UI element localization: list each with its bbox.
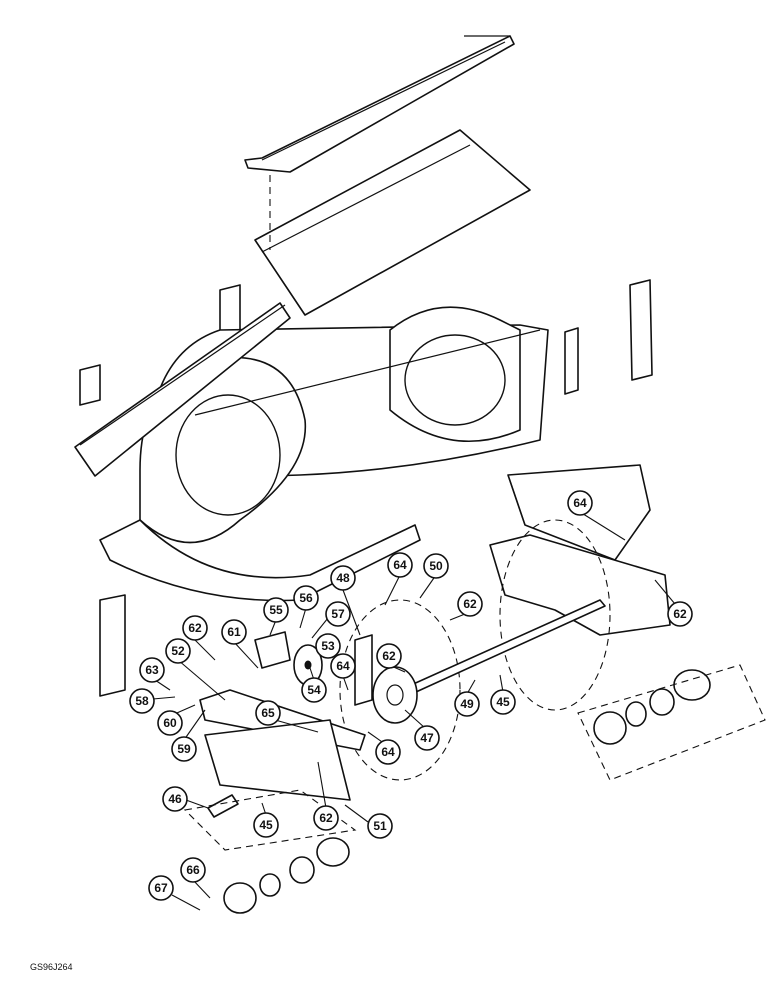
callout-58: 58 — [129, 688, 176, 714]
callout-67: 67 — [148, 875, 201, 911]
svg-text:61: 61 — [227, 625, 241, 639]
svg-text:59: 59 — [177, 742, 191, 756]
support-bar — [354, 634, 373, 706]
guide-outline — [183, 789, 357, 851]
callout-45: 45 — [253, 802, 279, 838]
callout-62: 62 — [182, 615, 216, 661]
callout-62: 62 — [313, 761, 339, 831]
svg-text:66: 66 — [186, 863, 200, 877]
left-side-panel — [74, 302, 291, 477]
callout-52: 52 — [165, 638, 226, 701]
callout-49: 49 — [454, 679, 480, 717]
callout-54: 54 — [301, 667, 327, 703]
svg-text:52: 52 — [171, 644, 185, 658]
drum-housing — [139, 306, 549, 544]
svg-text:62: 62 — [673, 607, 687, 621]
svg-text:64: 64 — [393, 558, 407, 572]
bearing-outline-right — [577, 664, 766, 781]
svg-text:54: 54 — [307, 683, 321, 697]
left-lower-bracket — [99, 594, 126, 697]
callout-56: 56 — [293, 585, 319, 629]
svg-text:62: 62 — [382, 649, 396, 663]
callout-64: 64 — [567, 490, 626, 541]
callout-46: 46 — [162, 786, 209, 812]
callout-63: 63 — [139, 657, 171, 691]
callout-50: 50 — [419, 553, 449, 599]
svg-text:45: 45 — [496, 695, 510, 709]
lower-cover-plate — [204, 719, 351, 801]
svg-text:67: 67 — [154, 881, 168, 895]
upper-hood-panel — [254, 129, 531, 316]
svg-text:45: 45 — [259, 818, 273, 832]
fan-shaft — [399, 599, 606, 698]
callout-62: 62 — [376, 643, 406, 673]
svg-text:49: 49 — [460, 697, 474, 711]
callout-64: 64 — [367, 731, 401, 765]
callout-62: 62 — [654, 579, 693, 627]
callout-64: 64 — [384, 552, 413, 606]
callout-65: 65 — [255, 700, 319, 733]
top-cover-plate — [244, 35, 515, 173]
svg-text:62: 62 — [188, 621, 202, 635]
svg-text:64: 64 — [573, 496, 587, 510]
svg-text:57: 57 — [331, 607, 345, 621]
svg-text:51: 51 — [373, 819, 387, 833]
svg-text:53: 53 — [321, 639, 335, 653]
roller-bar — [207, 794, 239, 818]
svg-text:50: 50 — [429, 559, 443, 573]
svg-text:56: 56 — [299, 591, 313, 605]
svg-text:60: 60 — [163, 716, 177, 730]
svg-text:62: 62 — [463, 597, 477, 611]
right-side-bracket — [564, 279, 653, 395]
svg-text:47: 47 — [420, 731, 434, 745]
figure-code: GS96J264 — [30, 962, 73, 972]
svg-text:65: 65 — [261, 706, 275, 720]
svg-text:64: 64 — [336, 659, 350, 673]
tensioner-bracket — [254, 631, 291, 669]
callout-62: 62 — [449, 591, 483, 621]
svg-text:64: 64 — [381, 745, 395, 759]
svg-text:48: 48 — [336, 571, 350, 585]
svg-text:62: 62 — [319, 811, 333, 825]
callout-55: 55 — [263, 597, 289, 636]
callout-57: 57 — [311, 601, 351, 639]
bearing-assembly-right — [593, 669, 711, 745]
callout-47: 47 — [404, 709, 440, 751]
svg-text:63: 63 — [145, 663, 159, 677]
fan-outline-left — [339, 599, 461, 781]
callout-59: 59 — [171, 709, 206, 762]
callout-48: 48 — [330, 565, 361, 636]
callout-64: 64 — [330, 653, 356, 691]
callout-60: 60 — [157, 704, 196, 736]
callout-51: 51 — [344, 804, 393, 839]
callout-61: 61 — [221, 619, 259, 669]
svg-text:55: 55 — [269, 603, 283, 617]
callout-53: 53 — [315, 633, 341, 659]
fan-outline-right — [499, 519, 611, 711]
callout-45: 45 — [490, 674, 516, 715]
svg-text:46: 46 — [168, 792, 182, 806]
right-lower-plate — [489, 534, 671, 636]
lower-housing-panel — [99, 519, 421, 602]
callout-66: 66 — [180, 857, 211, 899]
bearing-assembly-left — [223, 837, 350, 914]
svg-text:58: 58 — [135, 694, 149, 708]
